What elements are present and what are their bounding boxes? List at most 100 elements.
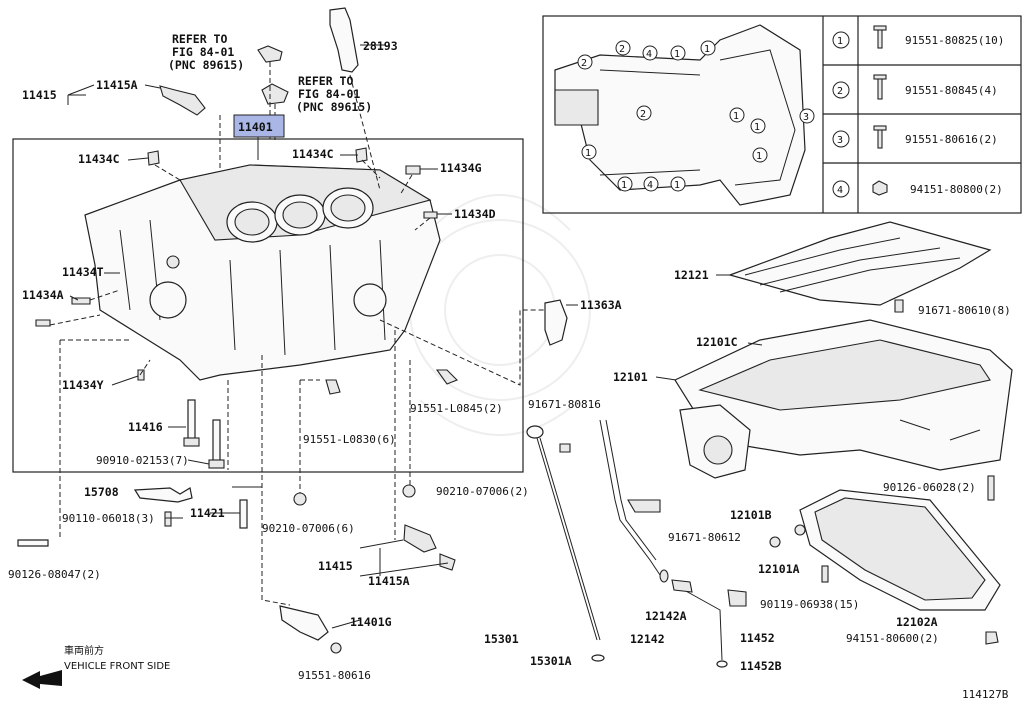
legend-num-3: 3 <box>837 135 843 146</box>
label-12121[interactable]: 12121 <box>674 268 709 282</box>
label-12142A[interactable]: 12142A <box>645 609 687 623</box>
label-11415A-b[interactable]: 11415A <box>368 574 410 588</box>
label-12101[interactable]: 12101 <box>613 370 648 384</box>
label-94151-80600[interactable]: 94151-80600(2) <box>846 632 939 645</box>
sensor-upper <box>257 45 283 63</box>
label-11434T[interactable]: 11434T <box>62 265 104 279</box>
engine-block-frame <box>12 138 524 473</box>
inset-c13: 1 <box>756 151 762 162</box>
label-91671-80612[interactable]: 91671-80612 <box>668 531 741 544</box>
label-11415[interactable]: 11415 <box>22 88 57 102</box>
inset-c4: 1 <box>674 49 680 60</box>
label-91671-80610[interactable]: 91671-80610(8) <box>918 304 1011 317</box>
label-12142[interactable]: 12142 <box>630 632 665 646</box>
lower-oil-pan[interactable] <box>769 475 1001 645</box>
label-91671-80816[interactable]: 91671-80816 <box>528 398 601 411</box>
refer-lower-line3: (PNC 89615) <box>296 100 372 114</box>
bracket-11363A <box>544 299 578 346</box>
legend-num-1: 1 <box>837 36 843 47</box>
legend-part-3[interactable]: 91551-80616(2) <box>905 133 998 146</box>
legend-part-2[interactable]: 91551-80845(4) <box>905 84 998 97</box>
legend-row-4: 4 94151-80800(2) <box>832 180 1003 198</box>
label-11434G[interactable]: 11434G <box>440 161 482 175</box>
bolt-location-inset <box>542 15 1022 214</box>
inset-callouts: 2 2 4 1 1 2 1 1 4 1 1 1 1 3 <box>577 40 815 192</box>
label-11434C-a[interactable]: 11434C <box>78 152 120 166</box>
label-11421[interactable]: 11421 <box>190 506 225 520</box>
label-90126-06028[interactable]: 90126-06028(2) <box>883 481 976 494</box>
label-11415A[interactable]: 11415A <box>96 78 138 92</box>
label-15708[interactable]: 15708 <box>84 485 119 499</box>
label-90210-b[interactable]: 90210-07006(2) <box>436 485 529 498</box>
inset-c7: 1 <box>585 148 591 159</box>
lower-left-parts <box>17 484 456 654</box>
legend-row-1: 1 91551-80825(10) <box>832 31 1004 49</box>
refer-lower-line1: REFER TO <box>298 74 353 88</box>
legend-row-2: 2 91551-80845(4) <box>832 81 998 99</box>
label-91551-80616[interactable]: 91551-80616 <box>298 669 371 682</box>
label-91551-L0830[interactable]: 91551-L0830(6) <box>303 433 396 446</box>
cylinder-block-illustration[interactable] <box>84 164 441 381</box>
refer-upper-line2: FIG 84-01 <box>172 45 234 59</box>
direction-en: VEHICLE FRONT SIDE <box>64 661 170 672</box>
dipstick-assembly[interactable] <box>526 419 747 668</box>
refer-lower-line2: FIG 84-01 <box>298 87 360 101</box>
baffle-12121 <box>728 221 992 306</box>
label-90910[interactable]: 90910-02153(7) <box>96 454 189 467</box>
label-11452[interactable]: 11452 <box>740 631 775 645</box>
block-label[interactable]: 11401 <box>238 120 273 134</box>
legend-num-4: 4 <box>837 185 843 196</box>
label-12101B[interactable]: 12101B <box>730 508 772 522</box>
inset-c10: 1 <box>674 180 680 191</box>
label-90110[interactable]: 90110-06018(3) <box>62 512 155 525</box>
sensor-lower <box>261 83 289 105</box>
inset-c1: 2 <box>581 58 587 69</box>
inset-c11: 1 <box>733 111 739 122</box>
legend-part-1[interactable]: 91551-80825(10) <box>905 34 1004 47</box>
inset-c5: 1 <box>704 44 710 55</box>
label-12102A[interactable]: 12102A <box>896 615 938 629</box>
label-91551-L0845[interactable]: 91551-L0845(2) <box>410 402 503 415</box>
part-28193 <box>329 7 359 73</box>
label-90210-a[interactable]: 90210-07006(6) <box>262 522 355 535</box>
watermark-emblem <box>409 194 591 436</box>
label-90119[interactable]: 90119-06938(15) <box>760 598 859 611</box>
lower-bolts <box>183 369 458 469</box>
label-11434C-b[interactable]: 11434C <box>292 147 334 161</box>
label-11415-b[interactable]: 11415 <box>318 559 353 573</box>
knock-sensor-11415A <box>159 85 206 116</box>
legend-part-4[interactable]: 94151-80800(2) <box>910 183 1003 196</box>
label-11434Y[interactable]: 11434Y <box>62 378 104 392</box>
label-90126-08047[interactable]: 90126-08047(2) <box>8 568 101 581</box>
label-15301[interactable]: 15301 <box>484 632 519 646</box>
leader-lines <box>49 44 548 606</box>
vehicle-front-arrow <box>22 670 62 689</box>
label-11452B[interactable]: 11452B <box>740 659 782 673</box>
refer-upper-line3: (PNC 89615) <box>168 58 244 72</box>
inset-c3: 4 <box>646 49 652 60</box>
inset-c6: 2 <box>640 109 646 120</box>
label-11434A[interactable]: 11434A <box>22 288 64 302</box>
inset-c14: 3 <box>803 112 809 123</box>
refer-upper-line1: REFER TO <box>172 32 227 46</box>
label-11434D[interactable]: 11434D <box>454 207 496 221</box>
label-15301A[interactable]: 15301A <box>530 654 572 668</box>
label-12101C[interactable]: 12101C <box>696 335 738 349</box>
inset-c9: 4 <box>647 180 653 191</box>
label-11363A[interactable]: 11363A <box>580 298 622 312</box>
label-11416[interactable]: 11416 <box>128 420 163 434</box>
legend-bolt-icons <box>872 25 888 196</box>
block-label-highlight[interactable] <box>233 114 285 138</box>
legend-num-2: 2 <box>837 86 843 97</box>
label-28193[interactable]: 28193 <box>363 39 398 53</box>
inset-c12: 1 <box>754 122 760 133</box>
label-11401G[interactable]: 11401G <box>350 615 392 629</box>
diagram-id: 114127B <box>962 688 1009 701</box>
legend-row-3: 3 91551-80616(2) <box>832 130 998 148</box>
oil-pan-assembly[interactable] <box>655 221 1013 479</box>
label-12101A[interactable]: 12101A <box>758 562 800 576</box>
upper-parts <box>35 7 438 381</box>
